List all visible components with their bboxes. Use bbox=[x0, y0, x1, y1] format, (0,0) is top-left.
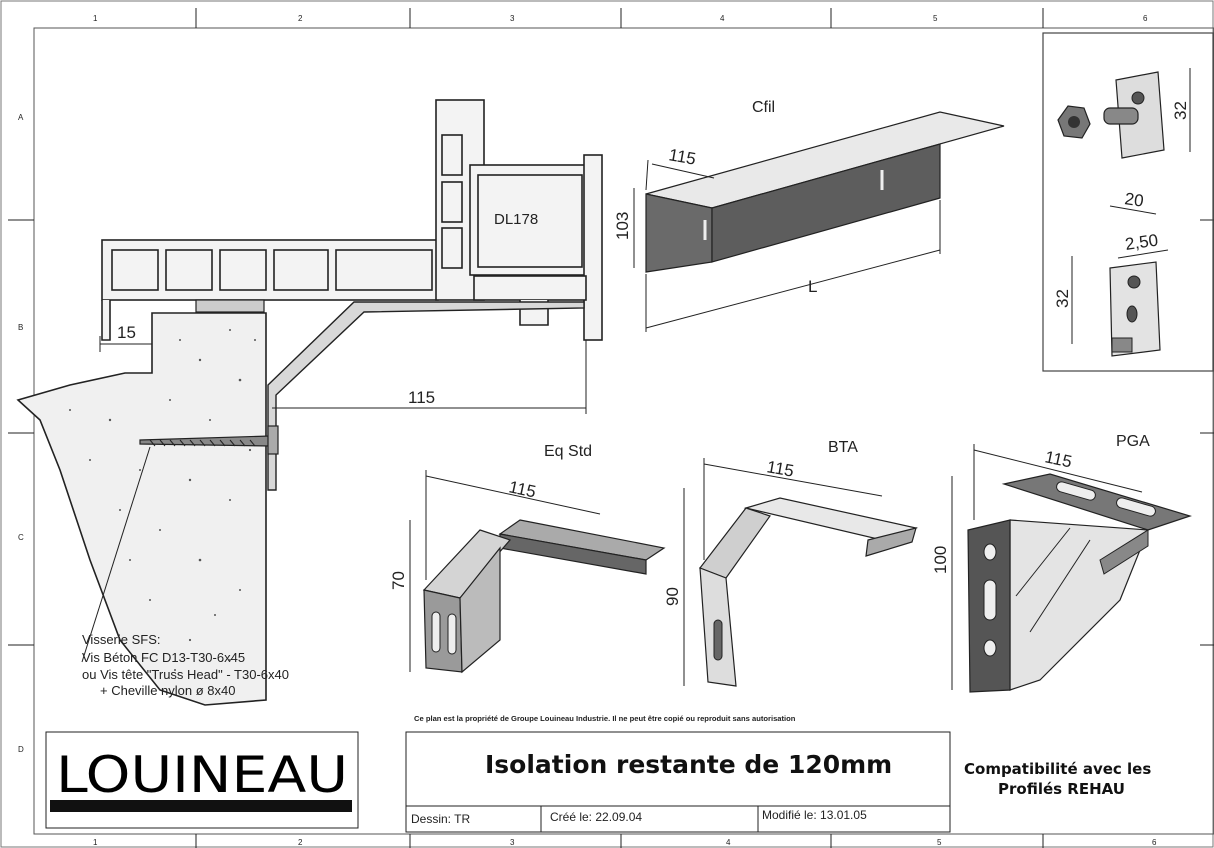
dim-15: 15 bbox=[117, 323, 136, 342]
fastener-dim-2-50: 2,50 bbox=[1124, 231, 1159, 254]
company-logo: LOUINEAU bbox=[56, 746, 348, 804]
logo-box bbox=[45, 731, 359, 829]
created-field: Créé le: 22.09.04 bbox=[550, 810, 642, 824]
eq-std-label: Eq Std bbox=[544, 443, 592, 460]
row-labels-left: A B C D bbox=[18, 113, 24, 754]
col-label: 2 bbox=[298, 14, 303, 23]
pga-bracket: PGA 115 100 bbox=[931, 433, 1192, 693]
section-drawing: DL178 15 115 bbox=[16, 99, 603, 706]
bta-dim-width: 115 bbox=[765, 457, 795, 480]
col-label: 4 bbox=[720, 14, 725, 23]
column-labels-top: 1 2 3 4 5 6 bbox=[93, 14, 1148, 23]
section-bracket bbox=[267, 301, 585, 491]
eq-std-dim-width: 115 bbox=[507, 477, 537, 501]
screws-note: Visserie SFS: Vis Béton FC D13-T30-6x45 … bbox=[82, 632, 289, 698]
cfil-dim-width: 115 bbox=[667, 145, 697, 168]
row-label: B bbox=[18, 323, 23, 332]
pga-dim-height: 100 bbox=[931, 546, 950, 574]
profile-label: DL178 bbox=[494, 211, 538, 228]
pga-dim-width: 115 bbox=[1043, 447, 1073, 471]
col-label: 6 bbox=[1143, 14, 1148, 23]
cfil-label: Cfil bbox=[752, 99, 775, 116]
fastener-dim-32-top: 32 bbox=[1171, 101, 1190, 120]
cfil-dim-length: L bbox=[808, 277, 817, 296]
screws-title: Visserie SFS: bbox=[82, 632, 161, 647]
modified-field: Modifié le: 13.01.05 bbox=[762, 808, 867, 822]
fastener-panel: 32 20 2,50 32 bbox=[1042, 32, 1214, 372]
col-label: 1 bbox=[93, 14, 98, 23]
pga-label: PGA bbox=[1116, 433, 1150, 450]
eq-std-dim-height: 70 bbox=[389, 571, 408, 590]
screws-line: ou Vis tête "Truss Head" - T30-6x40 bbox=[82, 667, 289, 682]
concrete-wall bbox=[16, 312, 267, 706]
screws-line: Vis Béton FC D13-T30-6x45 bbox=[82, 650, 245, 665]
compat-line-1: Compatibilité avec les bbox=[964, 760, 1151, 778]
screw-icon bbox=[139, 425, 279, 455]
col-label: 2 bbox=[298, 838, 303, 847]
title-block: LOUINEAU Isolation restante de 120mm Des… bbox=[45, 731, 1151, 833]
col-label: 5 bbox=[933, 14, 938, 23]
col-label: 3 bbox=[510, 14, 515, 23]
compat-line-2: Profilés REHAU bbox=[998, 780, 1125, 798]
bta-label: BTA bbox=[828, 439, 858, 456]
eq-std-bracket: Eq Std 115 70 bbox=[389, 443, 666, 674]
dim-115: 115 bbox=[408, 388, 435, 407]
dessin-field: Dessin: TR bbox=[411, 812, 470, 826]
row-label: D bbox=[18, 745, 24, 754]
fastener-dim-32-bottom: 32 bbox=[1053, 289, 1072, 308]
bta-dim-height: 90 bbox=[663, 587, 682, 606]
column-labels-bottom: 1 2 3 4 5 6 bbox=[93, 838, 1157, 847]
col-label: 3 bbox=[510, 838, 515, 847]
drawing-title: Isolation restante de 120mm bbox=[485, 750, 892, 779]
col-label: 6 bbox=[1152, 838, 1157, 847]
bta-bracket: BTA 115 90 bbox=[663, 439, 919, 687]
col-label: 1 bbox=[93, 838, 98, 847]
col-label: 4 bbox=[726, 838, 731, 847]
concrete-speckles bbox=[69, 329, 256, 671]
cfil-dim-height: 103 bbox=[613, 212, 632, 240]
cfil-profile: Cfil 115 103 L bbox=[613, 99, 1005, 332]
screws-line: + Cheville nylon ø 8x40 bbox=[100, 683, 236, 698]
row-label: A bbox=[18, 113, 24, 122]
fastener-dim-20: 20 bbox=[1123, 189, 1144, 210]
row-label: C bbox=[18, 533, 24, 542]
col-label: 5 bbox=[937, 838, 942, 847]
ownership-note: Ce plan est la propriété de Groupe Louin… bbox=[414, 714, 796, 723]
